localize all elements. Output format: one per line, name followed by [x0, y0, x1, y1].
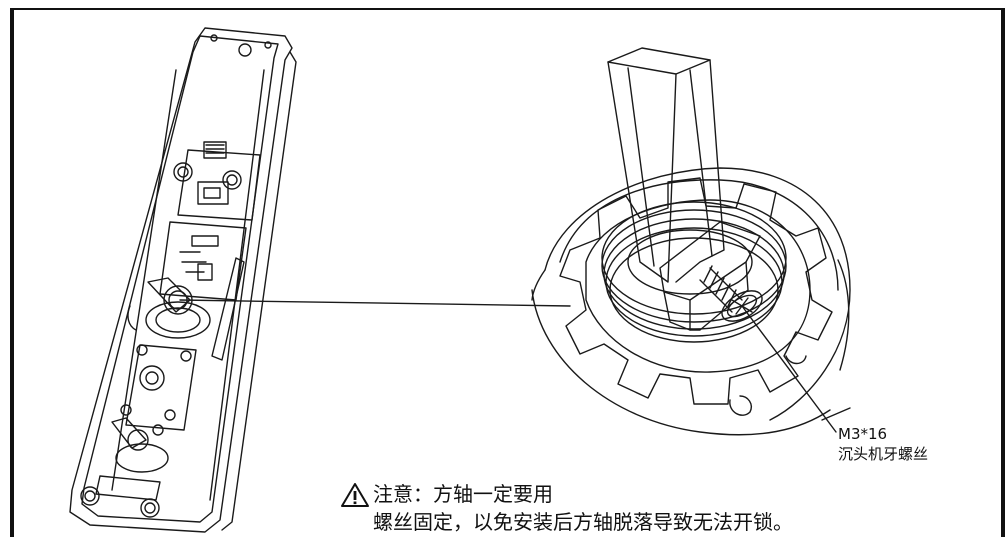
warning-notice: 注意：方轴一定要用 螺丝固定，以免安装后方轴脱落导致无法开锁。: [373, 480, 793, 536]
screw-type-text: 沉头机牙螺丝: [838, 445, 929, 463]
detail-leader-line: [179, 299, 571, 307]
notice-line-2: 螺丝固定，以免安装后方轴脱落导致无法开锁。: [373, 510, 793, 534]
lock-back-panel: [69, 27, 297, 533]
frame-right-border: [1001, 8, 1005, 537]
frame-left-border: [10, 8, 14, 537]
frame-top-border: [10, 8, 1005, 10]
screw-leader-line: [741, 305, 837, 433]
warning-triangle-icon: [341, 483, 369, 507]
spindle-detail-view: [531, 47, 851, 436]
screw-size-text: M3*16: [838, 425, 888, 443]
screw-spec-label: M3*16 沉头机牙螺丝: [838, 424, 928, 464]
notice-line-1: 注意：方轴一定要用: [373, 482, 553, 506]
